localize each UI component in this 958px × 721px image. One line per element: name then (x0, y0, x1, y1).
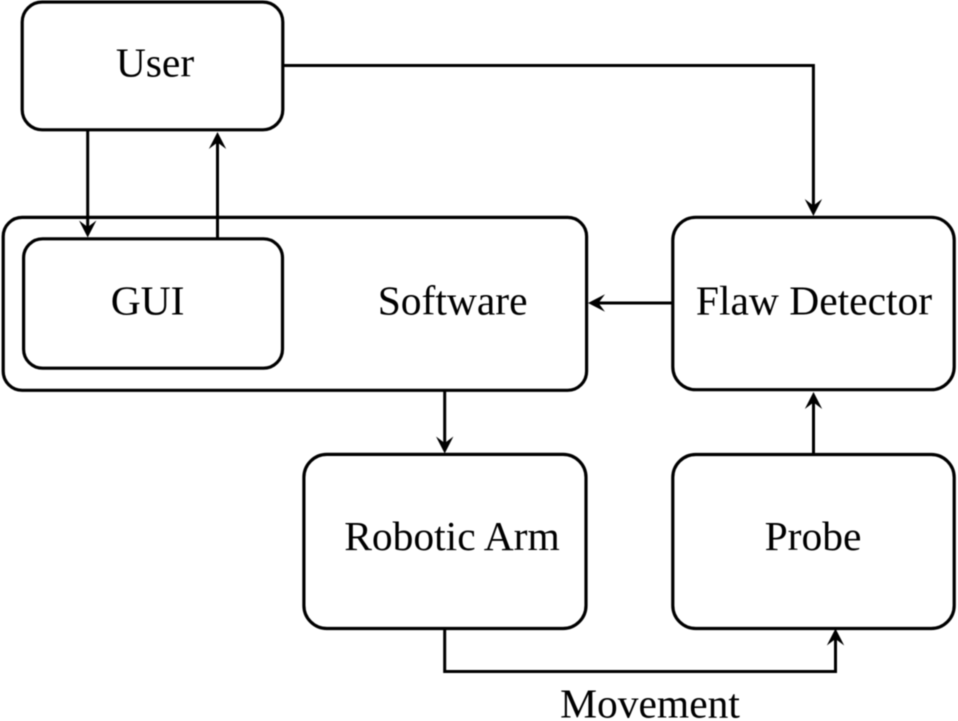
svg-text:GUI: GUI (111, 278, 185, 324)
svg-text:Robotic Arm: Robotic Arm (344, 513, 560, 559)
svg-text:Flaw Detector: Flaw Detector (696, 278, 932, 324)
svg-text:Probe: Probe (765, 513, 862, 559)
svg-text:Software: Software (378, 278, 528, 324)
svg-text:Movement: Movement (560, 681, 740, 721)
svg-text:User: User (116, 40, 195, 86)
